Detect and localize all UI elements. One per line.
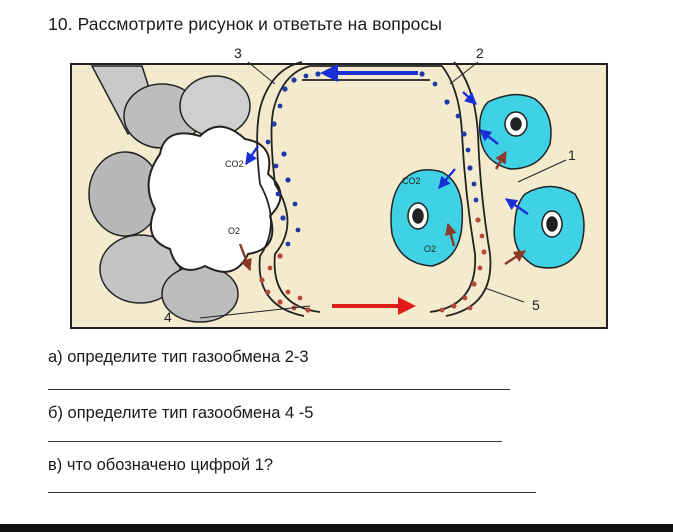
diagram-shape [277, 253, 283, 259]
diagram-shape [510, 117, 522, 131]
diagram-shape [285, 241, 291, 247]
label-5: 5 [532, 297, 540, 313]
diagram-shape [259, 277, 265, 283]
answer-line-a[interactable] [48, 389, 510, 390]
diagram-shape [473, 197, 479, 203]
diagram-shape [295, 227, 301, 233]
diagram-shape [247, 61, 276, 85]
question-a: а) определите тип газообмена 2-3 [48, 348, 309, 366]
diagram-shape [277, 103, 283, 109]
diagram-shape [398, 297, 416, 315]
capillary-wall-inner [256, 61, 305, 317]
diagram-shape [517, 159, 567, 183]
diagram-shape [462, 295, 468, 301]
diagram-shape [281, 151, 287, 157]
diagram-shape [265, 289, 271, 295]
diagram-shape [412, 208, 424, 224]
diagram-shape [277, 299, 283, 305]
diagram-shape [297, 295, 303, 301]
question-b: б) определите тип газообмена 4 -5 [48, 404, 314, 422]
diagram-shape [315, 71, 321, 77]
diagram-shape [444, 99, 450, 105]
co2-label-tissue: CO2 [402, 176, 421, 186]
diagram-shape [275, 191, 281, 197]
diagram-shape [484, 287, 525, 303]
diagram-shape [199, 305, 311, 319]
diagram-shape [292, 201, 298, 207]
diagram-shape [467, 165, 473, 171]
bottom-bar [0, 524, 673, 532]
diagram-shape [429, 65, 476, 313]
diagram-shape [265, 139, 271, 145]
diagram-shape [445, 222, 457, 247]
diagram-shape [282, 86, 288, 92]
diagram-shape [280, 215, 286, 221]
diagram-shape [481, 249, 487, 255]
answer-line-b[interactable] [48, 441, 502, 442]
diagram-shape [465, 147, 471, 153]
tissue-cells [390, 93, 585, 269]
o2-label-alveolus: O2 [228, 226, 240, 236]
diagram-shape [477, 265, 483, 271]
diagram-shape [449, 61, 479, 85]
diagram-shape [419, 71, 425, 77]
diagram-shape [285, 289, 291, 295]
diagram-shape [479, 233, 485, 239]
diagram-shape [462, 91, 477, 105]
question-c: в) что обозначено цифрой 1? [48, 456, 274, 474]
diagram-shape [455, 113, 461, 119]
diagram-shape [494, 150, 508, 170]
diagram-shape [546, 216, 558, 232]
diagram-shape [161, 265, 239, 323]
diagram-shape [439, 307, 445, 313]
diagram-shape [271, 121, 277, 127]
task-title: 10. Рассмотрите рисунок и ответьте на во… [48, 14, 443, 34]
label-4: 4 [164, 309, 172, 325]
diagram-shape [475, 217, 481, 223]
diagram-shape [471, 181, 477, 187]
diagram-shape [245, 145, 259, 165]
diagram-shape [303, 73, 309, 79]
co2-label-alveolus: CO2 [225, 159, 244, 169]
diagram-shape [505, 198, 529, 215]
diagram-shape [432, 81, 438, 87]
label-2: 2 [476, 45, 484, 61]
diagram-shape [238, 243, 252, 272]
diagram-shape [305, 307, 311, 313]
diagram-shape [267, 265, 273, 271]
o2-arrows [238, 150, 527, 272]
alveolar-sac [88, 65, 282, 323]
venous-flow-arrow [320, 64, 418, 82]
answer-line-c[interactable] [48, 492, 536, 493]
diagram-shape [461, 131, 467, 137]
diagram-shape [273, 163, 279, 169]
diagram-shape [504, 249, 527, 266]
blood-cells [259, 71, 487, 313]
capillary [256, 61, 492, 317]
callout-lines [199, 61, 567, 319]
diagram-shape [438, 168, 456, 189]
gas-exchange-diagram: CO2 O2 CO2 O2 3 2 1 4 5 [70, 44, 610, 332]
co2-arrows [245, 91, 529, 215]
o2-label-tissue: O2 [424, 244, 436, 254]
arterial-flow-arrow [332, 297, 416, 315]
diagram-shape [451, 303, 457, 309]
diagram-shape [320, 64, 338, 82]
diagram-shape [99, 234, 181, 304]
diagram-shape [471, 281, 477, 287]
diagram-shape [291, 77, 297, 83]
label-3: 3 [234, 45, 242, 61]
label-1: 1 [568, 147, 576, 163]
capillary-wall-outer [270, 65, 321, 313]
diagram-shape [285, 177, 291, 183]
diagram-shape [479, 129, 499, 145]
diagram-shape [467, 305, 473, 311]
